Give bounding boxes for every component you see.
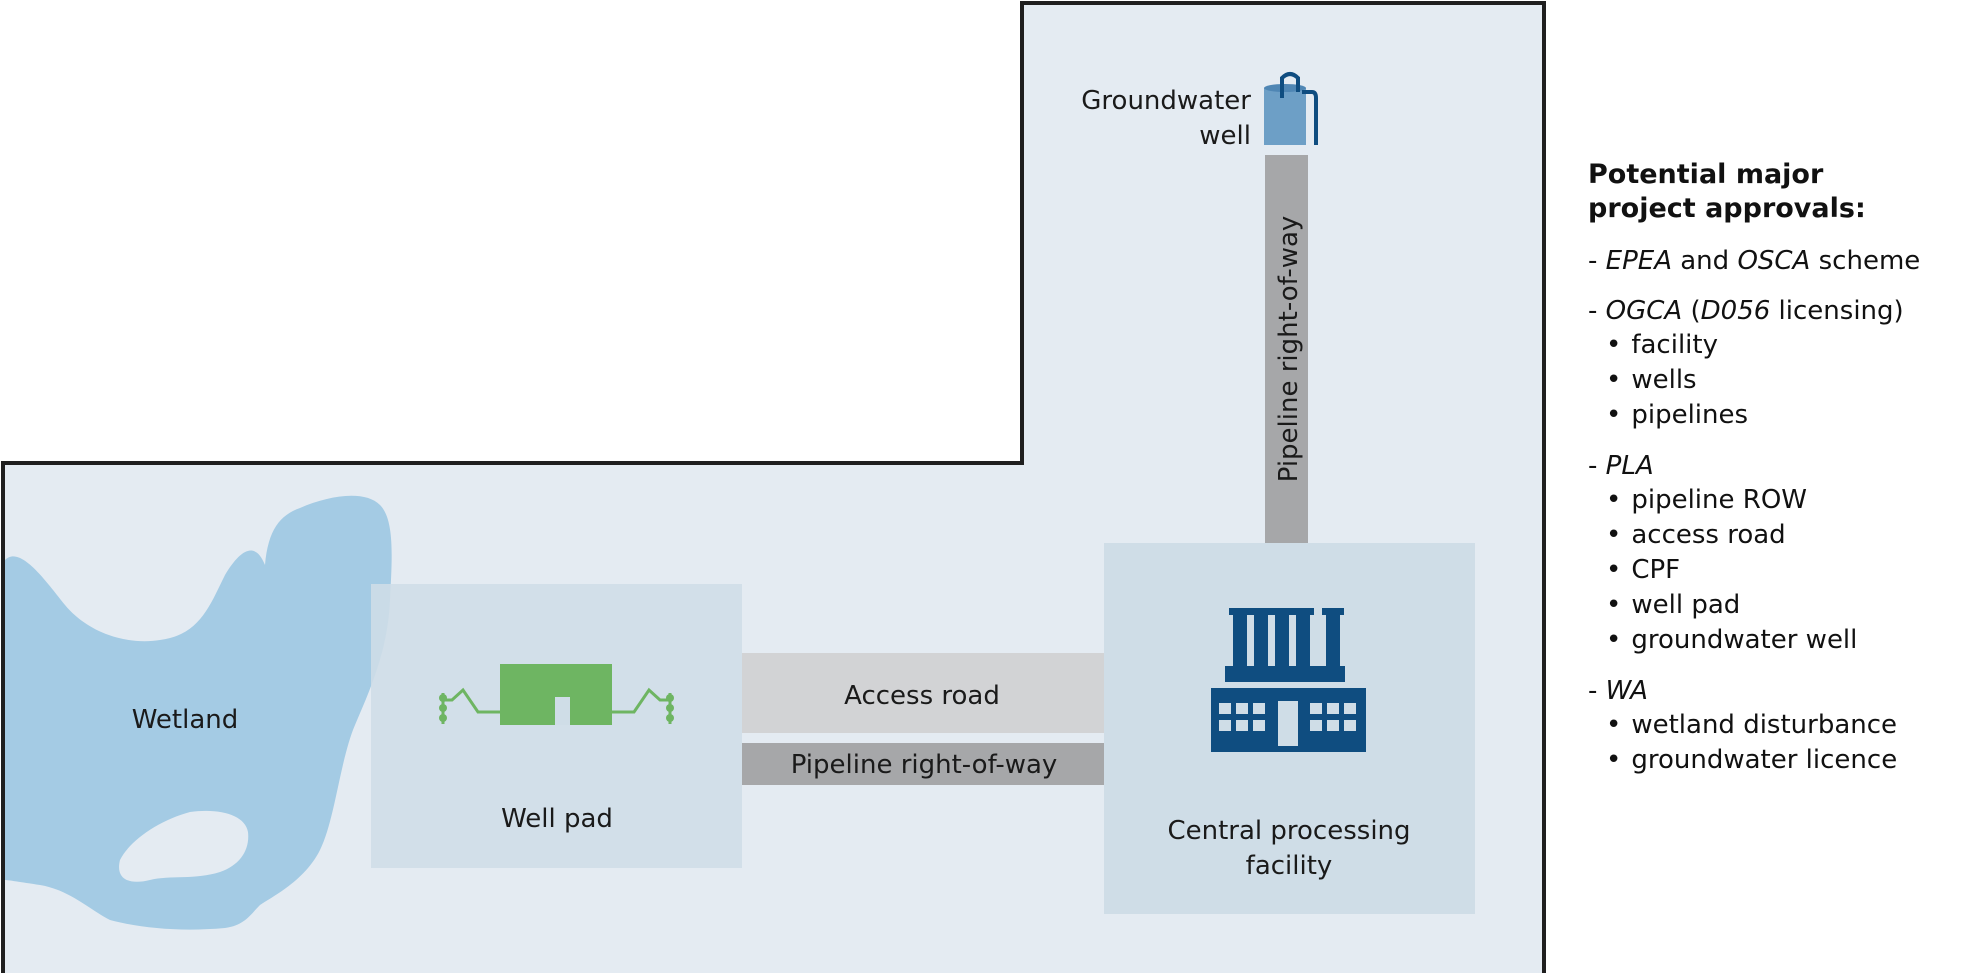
cpf-label-line1: Central processing (1167, 816, 1410, 846)
factory-windows (1219, 701, 1356, 746)
pipeline-row-horizontal-label: Pipeline right-of-way (791, 750, 1058, 780)
list-item: groundwater well (1588, 623, 1978, 658)
access-road-label: Access road (844, 681, 1000, 711)
pipeline-row-horizontal (742, 743, 1105, 785)
wetland-area (5, 495, 392, 930)
access-road (742, 653, 1105, 733)
well-pad-label: Well pad (501, 804, 613, 834)
list-item: access road (1588, 518, 1978, 553)
groundwater-well-label-line2: well (1199, 121, 1251, 151)
well-pad-area (371, 584, 742, 868)
list-item: groundwater licence (1588, 743, 1978, 778)
cpf-label-line2: facility (1246, 851, 1333, 881)
wetland-island (119, 810, 249, 882)
list-item: pipeline ROW (1588, 483, 1978, 518)
list-item: wetland disturbance (1588, 708, 1978, 743)
approval-wa: - WA wetland disturbance groundwater lic… (1588, 674, 1978, 778)
pipeline-row-vertical-label: Pipeline right-of-way (1274, 216, 1304, 483)
wetland-label: Wetland (132, 705, 239, 735)
approval-pla: - PLA pipeline ROW access road CPF well … (1588, 449, 1978, 658)
list-item: pipelines (1588, 398, 1978, 433)
list-item: CPF (1588, 553, 1978, 588)
list-item: facility (1588, 328, 1978, 363)
approvals-title: Potential major project approvals: (1588, 159, 1866, 224)
water-tank-icon (1264, 72, 1318, 145)
approval-epea-osca: - EPEA and OSCA scheme (1588, 246, 1921, 276)
oil-pumpjack-icon (439, 664, 674, 725)
groundwater-well-label-line1: Groundwater (1081, 86, 1251, 116)
pipeline-row-vertical (1265, 155, 1308, 543)
list-item: well pad (1588, 588, 1978, 623)
approval-ogca: - OGCA (D056 licensing) facility wells p… (1588, 294, 1978, 433)
approvals-list: Potential major project approvals: - EPE… (1588, 158, 1978, 794)
list-item: wells (1588, 363, 1978, 398)
